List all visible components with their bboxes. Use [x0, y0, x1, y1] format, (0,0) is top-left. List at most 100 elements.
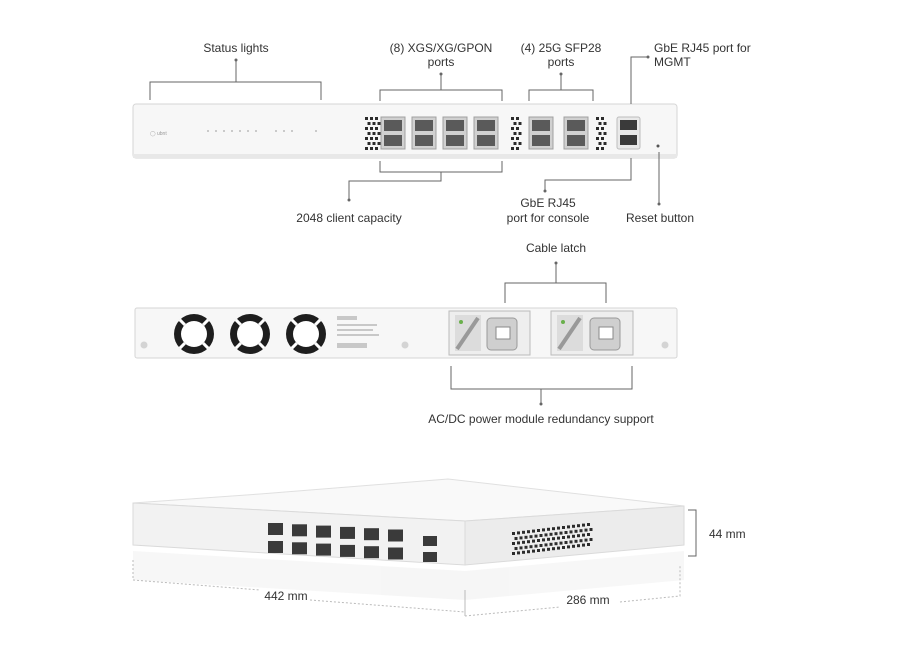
vent-hole	[603, 142, 607, 145]
sfp28-label-1: (4) 25G SFP28	[521, 41, 602, 55]
iso-port	[316, 543, 331, 556]
fan-strut	[202, 318, 210, 326]
vent-hole	[603, 132, 607, 135]
vent-hole	[372, 132, 376, 135]
vent-hole	[544, 543, 548, 547]
reset-button-label: Reset button	[626, 211, 694, 225]
vent-hole	[377, 122, 381, 125]
iso-port	[388, 529, 403, 542]
iso-rj45	[423, 536, 437, 546]
vent-hole	[519, 546, 523, 550]
mgmt-port	[620, 120, 637, 130]
vent-hole	[372, 142, 376, 145]
front-panel-view: ◯ ubnt	[132, 103, 678, 159]
console-label-2: port for console	[507, 211, 590, 225]
vent-hole	[549, 532, 553, 536]
vent-hole	[367, 142, 371, 145]
xgs-port	[415, 120, 433, 131]
fan-strut	[234, 318, 242, 326]
front-callouts: Status lights (8) XGS/XG/GPON ports (4) …	[149, 41, 751, 225]
vent-hole	[567, 545, 570, 549]
vent-hole	[365, 147, 368, 150]
vent-hole	[537, 529, 540, 532]
vent-hole	[567, 525, 570, 529]
sfp28-port	[567, 135, 585, 146]
vent-hole	[562, 546, 565, 549]
fan-strut	[258, 318, 266, 326]
vent-hole	[518, 142, 522, 145]
vent-hole	[542, 548, 545, 552]
fan-strut	[314, 342, 322, 350]
console-port	[620, 135, 637, 145]
vent-hole	[532, 549, 535, 553]
vent-hole	[518, 132, 522, 135]
vent-hole	[577, 544, 580, 548]
vent-hole	[370, 137, 373, 140]
fan-strut	[234, 342, 242, 350]
vent-hole	[370, 127, 373, 130]
iso-port	[268, 541, 283, 553]
vent-hole	[534, 544, 538, 548]
vent-hole	[516, 117, 519, 120]
vent-hole	[572, 524, 575, 528]
rear-callouts: Cable latch AC/DC power module redundanc…	[428, 241, 654, 426]
vent-hole	[587, 543, 590, 546]
vent-hole	[367, 132, 371, 135]
psu-module-2	[550, 310, 634, 356]
vent-hole	[514, 547, 518, 550]
xgs-port	[477, 135, 495, 146]
vent-hole	[370, 117, 373, 120]
vent-hole	[522, 550, 525, 554]
xgs-port	[384, 120, 402, 131]
vent-hole	[375, 147, 378, 150]
vent-hole	[557, 526, 560, 530]
vent-hole	[559, 541, 563, 545]
vent-hole	[582, 523, 585, 527]
iso-port	[364, 546, 379, 559]
vent-hole	[517, 531, 520, 535]
vent-hole	[598, 122, 602, 125]
vent-hole	[579, 539, 583, 543]
vent-hole	[579, 529, 583, 533]
vent-hole	[516, 137, 519, 140]
vent-hole	[377, 142, 381, 145]
vent-hole	[596, 127, 599, 130]
vent-hole	[518, 122, 522, 125]
vent-hole	[370, 147, 373, 150]
reset-button-hole	[656, 144, 660, 148]
xgs-port	[446, 120, 464, 131]
vent-hole	[522, 540, 525, 544]
vent-hole	[539, 534, 543, 537]
vent-hole	[537, 539, 540, 542]
vent-hole	[544, 533, 548, 537]
fan-strut	[178, 318, 186, 326]
vent-hole	[532, 539, 535, 543]
vent-hole	[601, 117, 604, 120]
iso-reflection	[133, 551, 684, 600]
rack-screw	[401, 341, 409, 349]
vent-hole	[516, 127, 519, 130]
dimension-callouts: 44 mm 442 mm 286 mm	[132, 509, 746, 617]
vent-hole	[513, 122, 517, 125]
vent-hole	[554, 542, 558, 546]
vent-hole	[529, 545, 533, 549]
power-redundancy-label: AC/DC power module redundancy support	[428, 412, 654, 426]
vent-hole	[554, 532, 558, 536]
vent-hole	[512, 552, 515, 555]
console-label-1: GbE RJ45	[520, 196, 576, 210]
iso-port	[292, 524, 307, 537]
vent-hole	[598, 132, 602, 135]
iso-port	[316, 525, 331, 538]
vent-hole	[574, 529, 578, 533]
mgmt-label-2: MGMT	[654, 55, 691, 69]
vent-hole	[552, 527, 555, 531]
vent-hole	[511, 137, 514, 140]
vent-hole	[534, 534, 538, 538]
vent-hole	[542, 538, 545, 542]
vent-hole	[377, 132, 381, 135]
regulatory-label	[337, 316, 379, 348]
front-vents	[365, 117, 607, 150]
vent-hole	[365, 117, 368, 120]
xgs-port	[415, 135, 433, 146]
